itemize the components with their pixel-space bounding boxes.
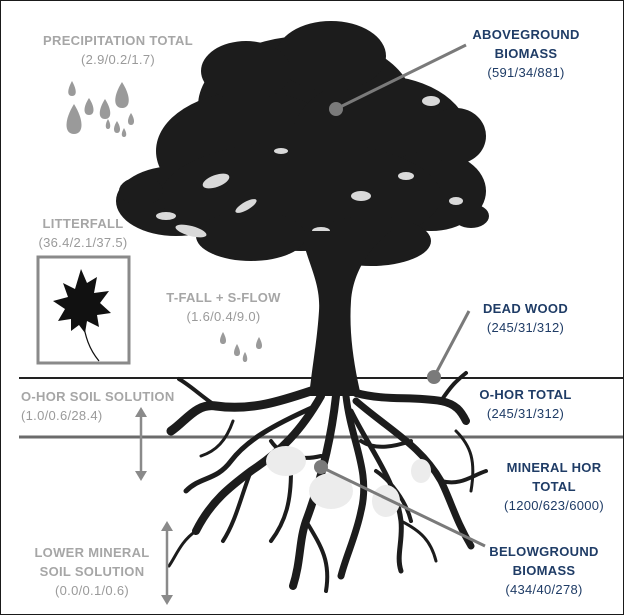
ohor-total-title: O-HOR TOTAL	[463, 385, 588, 404]
aboveground-title-2: BIOMASS	[456, 44, 596, 63]
aboveground-value: (591/34/881)	[456, 63, 596, 82]
belowground-label: BELOWGROUND BIOMASS (434/40/278)	[474, 542, 614, 599]
precipitation-label: PRECIPITATION TOTAL (2.9/0.2/1.7)	[23, 31, 213, 69]
throughfall-label: T-FALL + S-FLOW (1.6/0.4/9.0)	[151, 288, 296, 326]
precipitation-title: PRECIPITATION TOTAL	[23, 31, 213, 50]
belowground-pointer-dot	[314, 460, 328, 474]
ohor-solution-value: (1.0/0.6/28.4)	[21, 406, 211, 425]
ohor-total-label: O-HOR TOTAL (245/31/312)	[463, 385, 588, 423]
raindrop-icon	[234, 344, 240, 356]
deadwood-label: DEAD WOOD (245/31/312)	[463, 299, 588, 337]
raindrop-icon	[256, 337, 262, 349]
raindrop-icon	[106, 119, 111, 129]
lower-solution-title-2: SOIL SOLUTION	[21, 562, 163, 581]
mineral-total-title-1: MINERAL HOR	[489, 458, 619, 477]
lower-solution-title-1: LOWER MINERAL	[21, 543, 163, 562]
raindrop-icon	[128, 113, 134, 125]
throughfall-value: (1.6/0.4/9.0)	[151, 307, 296, 326]
throughfall-droplets	[220, 332, 262, 362]
litterfall-value: (36.4/2.1/37.5)	[23, 233, 143, 252]
raindrop-icon	[67, 104, 82, 134]
mineral-total-title-2: TOTAL	[489, 477, 619, 496]
raindrop-icon	[115, 82, 129, 108]
deadwood-value: (245/31/312)	[463, 318, 588, 337]
raindrop-icon	[68, 81, 76, 96]
deadwood-title: DEAD WOOD	[463, 299, 588, 318]
raindrop-icon	[114, 121, 120, 133]
precipitation-value: (2.9/0.2/1.7)	[23, 50, 213, 69]
aboveground-pointer-dot	[329, 102, 343, 116]
raindrop-icon	[100, 99, 111, 119]
raindrop-icon	[85, 98, 94, 115]
ohor-total-value: (245/31/312)	[463, 404, 588, 423]
ohor-solution-title: O-HOR SOIL SOLUTION	[21, 387, 211, 406]
precipitation-droplets	[67, 81, 135, 137]
lower-solution-label: LOWER MINERAL SOIL SOLUTION (0.0/0.1/0.6…	[21, 543, 163, 600]
belowground-value: (434/40/278)	[474, 580, 614, 599]
deadwood-pointer-dot	[427, 370, 441, 384]
raindrop-icon	[122, 128, 127, 137]
raindrop-icon	[220, 332, 226, 344]
ohor-solution-label: O-HOR SOIL SOLUTION (1.0/0.6/28.4)	[21, 387, 211, 425]
aboveground-label: ABOVEGROUND BIOMASS (591/34/881)	[456, 25, 596, 82]
raindrop-icon	[243, 352, 248, 362]
litterfall-box	[38, 257, 129, 363]
throughfall-title: T-FALL + S-FLOW	[151, 288, 296, 307]
lower-solution-value: (0.0/0.1/0.6)	[21, 581, 163, 600]
litterfall-title: LITTERFALL	[23, 214, 143, 233]
mineral-total-value: (1200/623/6000)	[489, 496, 619, 515]
belowground-title-2: BIOMASS	[474, 561, 614, 580]
belowground-title-1: BELOWGROUND	[474, 542, 614, 561]
aboveground-title-1: ABOVEGROUND	[456, 25, 596, 44]
litterfall-label: LITTERFALL (36.4/2.1/37.5)	[23, 214, 143, 252]
mineral-total-label: MINERAL HOR TOTAL (1200/623/6000)	[489, 458, 619, 515]
